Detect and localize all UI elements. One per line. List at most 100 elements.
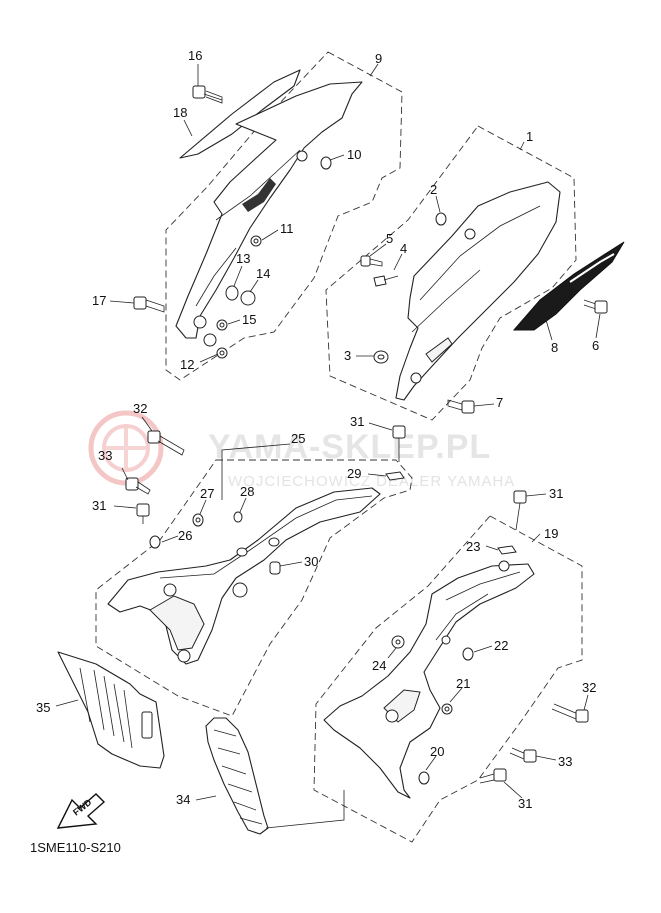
grommet-19a [498,560,510,572]
bolt-33b [509,747,537,763]
shroud-inner-9-edge [195,149,301,307]
grommet-1b [410,372,422,384]
shroud-lower-25-edge [159,495,373,579]
watermark: YAMA-SKLEP.PL WOJCIECHOWICZ DEALER YAMAH… [88,410,515,490]
callout-19: 19 [544,526,558,541]
callout-22: 22 [494,638,508,653]
bolt-31a [392,425,406,462]
grommet-25d [236,547,248,557]
callout-29: 29 [347,466,361,481]
grommet-19c [385,709,399,723]
bolt-7 [447,399,475,414]
callout-15: 15 [242,312,256,327]
callout-17: 17 [92,293,106,308]
callout-14: 14 [256,266,270,281]
callout-13: 13 [236,251,250,266]
grommet-24 [391,635,405,649]
callout-24: 24 [372,658,386,673]
callout-4: 4 [400,241,407,256]
grommet-25b [163,583,177,597]
bolt-32b [551,703,589,723]
callout-12: 12 [180,357,194,372]
leader-lines [55,63,601,829]
grommet-19b [441,635,451,645]
shroud-inner-9 [175,81,363,339]
callout-6: 6 [592,338,599,353]
shroud-inner-9-pattern [242,178,276,212]
grommet-25a [177,649,191,663]
nut-23 [497,545,517,555]
callout-33a: 33 [98,448,112,463]
radiator-cover-35-fins [79,667,133,749]
collar-26 [149,535,161,549]
grommet-9b [193,315,207,329]
callout-31a: 31 [350,414,364,429]
collar-22 [462,647,474,661]
callout-16: 16 [188,48,202,63]
watermark-tagline: WOJCIECHOWICZ DEALER YAMAHA [228,473,515,490]
callout-34: 34 [176,792,190,807]
washer-15 [216,319,228,331]
collar-30 [269,561,281,575]
callout-5: 5 [386,231,393,246]
side-cover-19-edge [435,571,521,641]
callout-32b: 32 [582,680,596,695]
shroud-outer-1 [395,181,561,401]
collar-10 [320,156,332,170]
bolt-31b [136,503,150,524]
callout-33b: 33 [558,754,572,769]
grommet-14 [240,290,256,306]
collar-13 [225,285,239,301]
outline-group-1 [325,125,577,421]
screw-5 [360,255,383,267]
nut-29 [385,471,405,481]
grommet-27 [192,513,204,527]
side-cover-19 [323,563,535,799]
radiator-cover-35-clip [141,711,153,739]
grommet-9c [203,333,217,347]
callout-11: 11 [280,221,294,236]
callout-28: 28 [240,484,254,499]
grommet-3 [373,350,389,364]
collar-28 [233,511,243,523]
decal-18 [179,69,301,159]
callout-21: 21 [456,676,470,691]
collar-2 [435,212,447,226]
callout-32a: 32 [133,401,147,416]
grommet-25c [232,582,248,598]
radiator-grill-34 [205,717,269,835]
bolt-31c [513,490,527,531]
diagram-code: 1SME110-S210 [30,840,121,855]
radiator-grill-34-slats [213,729,263,825]
outline-group-9 [165,51,403,381]
shroud-outer-1-vent [425,337,453,363]
callout-25: 25 [291,431,305,446]
grommet-9a [296,150,308,162]
outline-group-19 [313,515,583,843]
callout-23: 23 [466,539,480,554]
callout-1: 1 [526,129,533,144]
bolt-33a [125,477,151,495]
bolt-6 [583,299,608,314]
bolt-32a [147,430,185,456]
shroud-lower-25-frame [149,595,205,651]
callout-35: 35 [36,700,50,715]
collar-11 [250,235,262,247]
callout-31c: 31 [549,486,563,501]
grommet-25e [268,537,280,547]
callout-10: 10 [347,147,361,162]
callout-7: 7 [496,395,503,410]
callout-27: 27 [200,486,214,501]
collar-20 [418,771,430,785]
callout-3: 3 [344,348,351,363]
shroud-outer-1-edge [411,205,541,333]
washer-12 [216,347,228,359]
bolt-16 [192,85,223,104]
callout-18: 18 [173,105,187,120]
fwd-arrow-icon: FWD [56,793,106,829]
callout-26: 26 [178,528,192,543]
callout-31b: 31 [92,498,106,513]
grommet-1a [464,228,476,240]
callout-20: 20 [430,744,444,759]
